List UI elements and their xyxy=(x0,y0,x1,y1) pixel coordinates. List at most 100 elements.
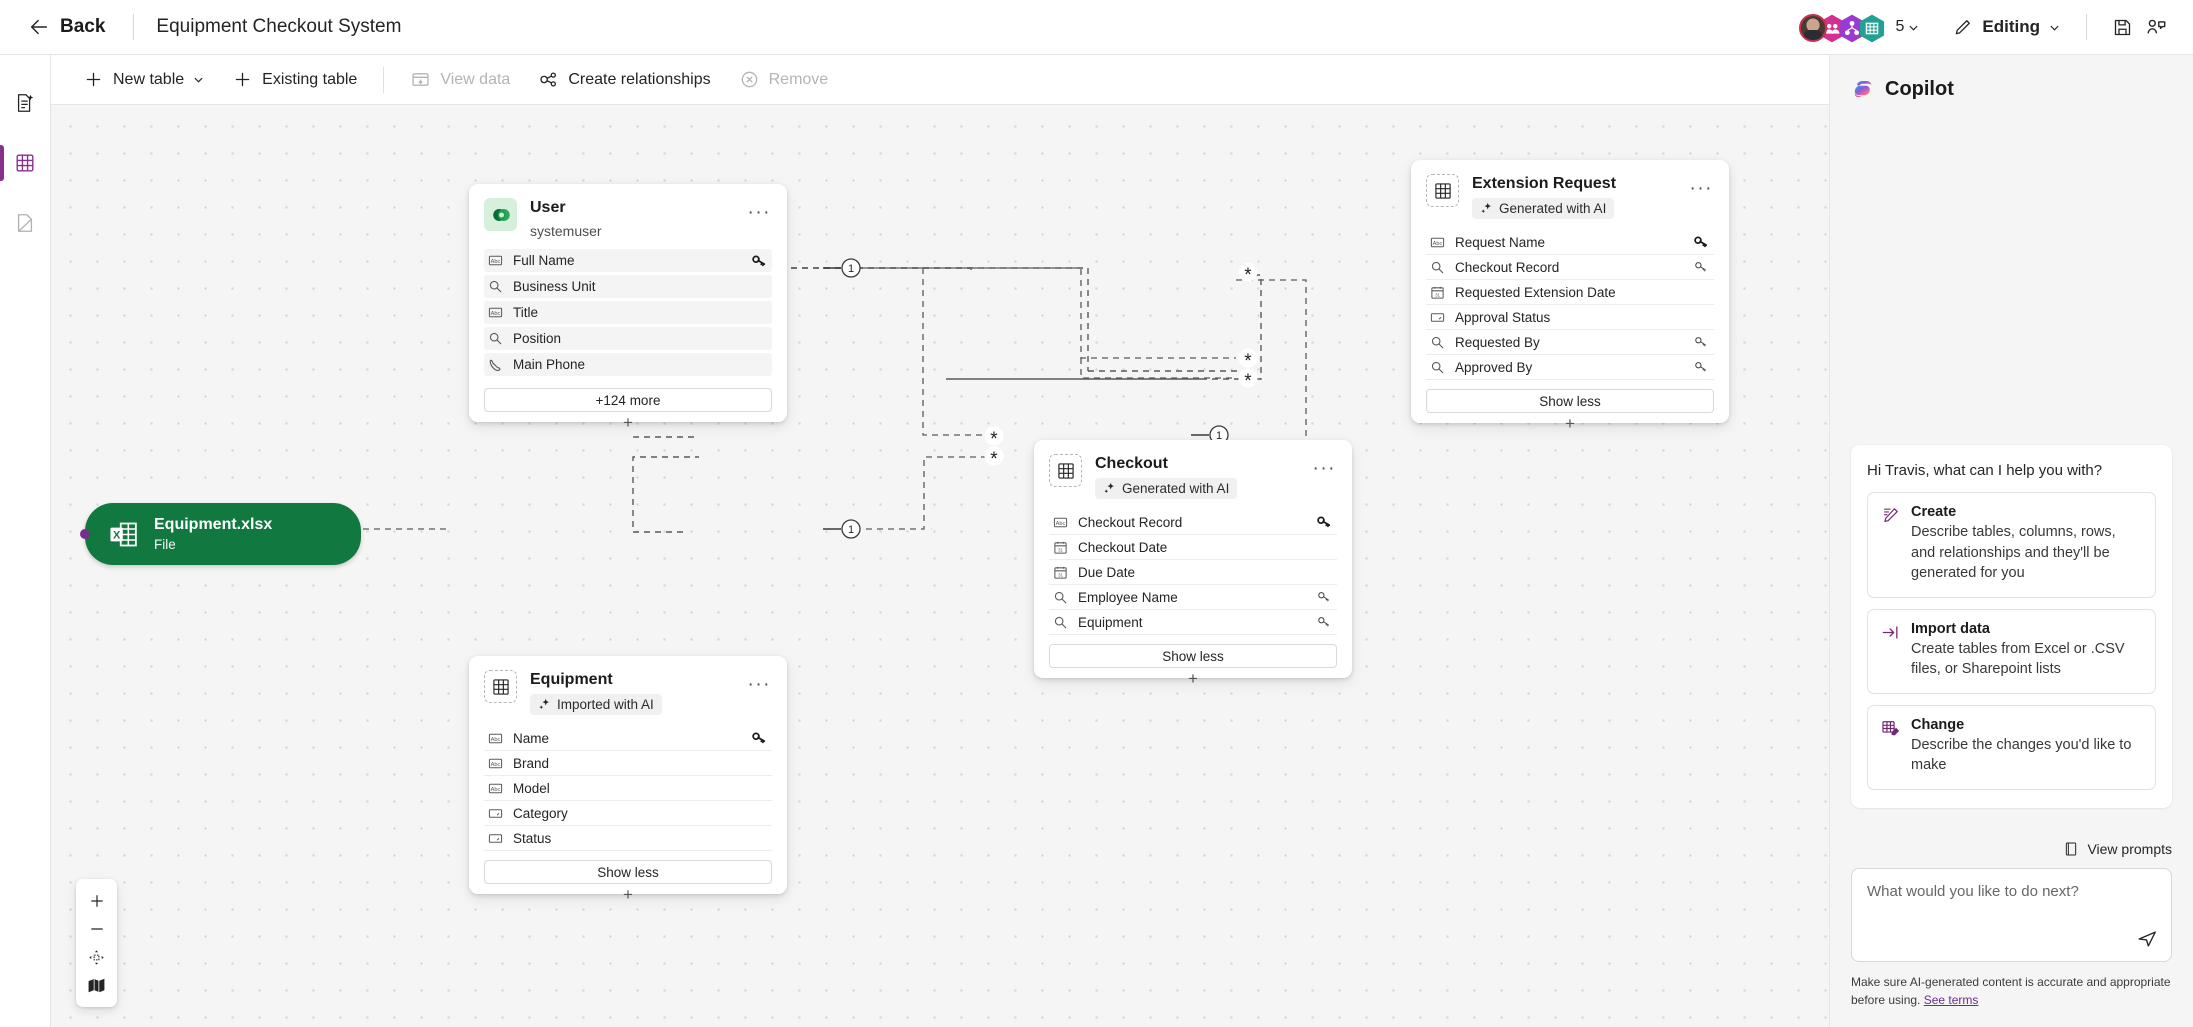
avatar-hierarchy[interactable] xyxy=(1839,14,1865,43)
table-card-checkout[interactable]: Checkout Generated with AI ··· Abc Check… xyxy=(1034,440,1352,687)
field-row[interactable]: Category xyxy=(484,801,772,827)
card-title: User xyxy=(530,199,566,216)
sidebar-item-overview[interactable] xyxy=(0,73,51,133)
field-row[interactable]: Abc Name xyxy=(484,726,772,752)
create-relationships-button[interactable]: Create relationships xyxy=(526,62,722,97)
grid-table-icon xyxy=(1049,454,1082,487)
editing-mode-selector[interactable]: Editing xyxy=(1945,12,2068,42)
svg-text:*: * xyxy=(990,449,998,470)
lookup-field-icon xyxy=(1431,261,1444,273)
remove-button[interactable]: Remove xyxy=(727,62,841,97)
pencil-icon xyxy=(1956,20,1971,35)
field-row[interactable]: Approved By xyxy=(1426,355,1714,381)
add-field-button[interactable]: + xyxy=(623,412,633,432)
copilot-header: Copilot xyxy=(1830,55,2193,101)
table-card-equipment[interactable]: Equipment Imported with AI ··· Abc Name … xyxy=(469,656,787,903)
card-overflow-button[interactable]: ··· xyxy=(1689,178,1713,199)
field-row[interactable]: Main Phone xyxy=(484,353,772,377)
zoom-out-button[interactable] xyxy=(76,915,117,943)
table-card-user[interactable]: User systemuser ··· Abc Full Name Busine… xyxy=(469,184,787,431)
card-overflow-button[interactable]: ··· xyxy=(1312,458,1336,479)
card-header: Checkout Generated with AI ··· xyxy=(1049,454,1337,500)
field-row[interactable]: Status xyxy=(484,826,772,852)
field-row[interactable]: Checkout Record xyxy=(1426,255,1714,281)
page-icon xyxy=(17,214,33,232)
people-hexagon-icon xyxy=(1820,14,1845,43)
field-row[interactable]: 31 Checkout Date xyxy=(1049,535,1337,561)
sidebar-item-tables[interactable] xyxy=(0,133,51,193)
see-terms-link[interactable]: See terms xyxy=(1923,993,1979,1007)
collaborator-count[interactable]: 5 xyxy=(1895,18,1919,36)
card-overflow-button[interactable]: ··· xyxy=(747,202,771,223)
file-node-equipment-xlsx[interactable]: X Equipment.xlsx File xyxy=(80,503,361,565)
table-grid-icon xyxy=(1434,182,1451,199)
prompt-book-icon xyxy=(2066,842,2077,856)
text-field-icon: Abc xyxy=(488,758,503,768)
show-less-fields-button[interactable]: Show less xyxy=(1049,644,1337,669)
lookup-field-icon xyxy=(489,333,502,345)
fit-to-screen-button[interactable] xyxy=(76,943,117,971)
copilot-option-desc: Create tables from Excel or .CSV files, … xyxy=(1911,640,2125,678)
share-button[interactable] xyxy=(2139,10,2173,44)
field-label: Full Name xyxy=(513,253,575,269)
field-label: Request Name xyxy=(1455,234,1546,250)
copilot-option-create[interactable]: Create Describe tables, columns, rows, a… xyxy=(1867,491,2156,598)
field-row[interactable]: Abc Checkout Record xyxy=(1049,510,1337,536)
plus-icon xyxy=(235,72,250,87)
avatar[interactable] xyxy=(1799,14,1828,42)
field-label: Checkout Date xyxy=(1078,539,1168,555)
new-table-button[interactable]: New table xyxy=(71,62,216,97)
table-card-extension-request[interactable]: Extension Request Generated with AI ··· … xyxy=(1411,160,1729,432)
field-row[interactable]: 31 Requested Extension Date xyxy=(1426,280,1714,306)
svg-text:*: * xyxy=(1244,371,1252,392)
field-label: Status xyxy=(513,830,552,846)
field-label: Main Phone xyxy=(513,357,586,373)
field-label: Approved By xyxy=(1455,359,1533,375)
chevron-down-icon xyxy=(2050,25,2059,31)
view-prompts-button[interactable]: View prompts xyxy=(1830,841,2172,857)
copilot-option-import-data[interactable]: Import data Create tables from Excel or … xyxy=(1867,608,2156,694)
avatar-stack[interactable] xyxy=(1799,14,1885,43)
import-arrow-icon xyxy=(1882,626,1898,639)
field-row[interactable]: Business Unit xyxy=(484,275,772,299)
add-field-button[interactable]: + xyxy=(1188,668,1198,688)
grid-hexagon-icon xyxy=(1860,14,1885,43)
field-row[interactable]: Abc Model xyxy=(484,776,772,802)
save-button[interactable] xyxy=(2105,10,2139,44)
field-list: Abc Request Name Checkout Record 31 Requ… xyxy=(1426,230,1714,381)
send-icon[interactable] xyxy=(2136,928,2158,950)
zoom-controls xyxy=(76,879,117,1007)
minimap-button[interactable] xyxy=(76,971,117,999)
copilot-composer[interactable]: What would you like to do next? xyxy=(1851,868,2172,962)
share-icon xyxy=(2147,19,2166,34)
show-more-fields-button[interactable]: +124 more xyxy=(484,388,772,413)
back-button[interactable]: Back xyxy=(22,11,111,43)
erd-canvas[interactable]: 1 1 1 * * * * * xyxy=(51,105,1829,1027)
show-less-fields-button[interactable]: Show less xyxy=(1426,389,1714,414)
field-row[interactable]: Approval Status xyxy=(1426,305,1714,331)
view-data-button[interactable]: View data xyxy=(398,62,522,97)
avatar-people[interactable] xyxy=(1819,14,1845,43)
field-row[interactable]: Abc Request Name xyxy=(1426,230,1714,256)
zoom-in-button[interactable] xyxy=(76,887,117,915)
sidebar-item-pages[interactable] xyxy=(0,193,51,253)
lookup-field-icon xyxy=(1054,591,1067,603)
avatar-table[interactable] xyxy=(1859,14,1885,43)
show-less-fields-button[interactable]: Show less xyxy=(484,860,772,885)
field-row[interactable]: Requested By xyxy=(1426,330,1714,356)
foreign-key-icon xyxy=(1695,262,1706,272)
field-row[interactable]: Position xyxy=(484,327,772,351)
field-row[interactable]: Abc Brand xyxy=(484,751,772,777)
add-field-button[interactable]: + xyxy=(623,884,633,904)
copilot-option-change[interactable]: Change Describe the changes you'd like t… xyxy=(1867,704,2156,790)
field-row[interactable]: Employee Name xyxy=(1049,585,1337,611)
field-row[interactable]: 31 Due Date xyxy=(1049,560,1337,586)
field-row[interactable]: Abc Full Name xyxy=(484,249,772,273)
existing-table-button[interactable]: Existing table xyxy=(220,62,369,97)
foreign-key-icon xyxy=(1318,592,1329,602)
field-row[interactable]: Equipment xyxy=(1049,610,1337,636)
card-overflow-button[interactable]: ··· xyxy=(747,674,771,695)
field-row[interactable]: Abc Title xyxy=(484,301,772,325)
add-field-button[interactable]: + xyxy=(1565,413,1575,433)
primary-key-icon xyxy=(1317,516,1331,528)
